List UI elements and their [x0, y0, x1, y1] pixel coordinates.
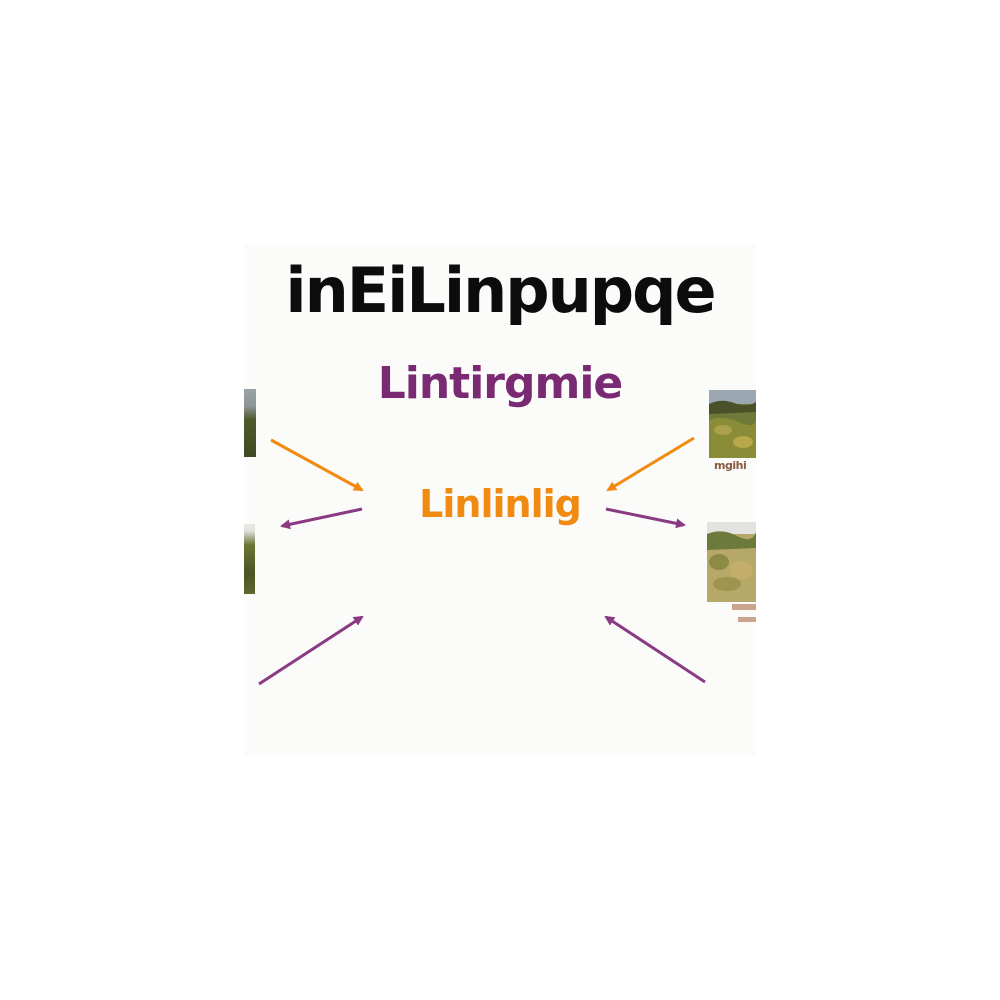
arrow-middle-right-purple — [605, 507, 686, 529]
diagram-subtitle: Lintirgmie — [377, 358, 624, 409]
diagram-panel: mgihi inEiLinpupqe Lintirgmie Linlinlig — [244, 244, 756, 756]
diagram-title: inEiLinpupqe — [285, 254, 716, 327]
landscape-photo-left-top — [244, 389, 256, 457]
grassland-scene-icon — [707, 522, 756, 602]
arrow-top-left-orange — [270, 438, 364, 492]
photo-caption-bar — [732, 604, 756, 610]
arrow-middle-left-purple — [280, 507, 363, 530]
photo-caption: mgihi — [714, 459, 747, 472]
center-node-label: Linlinlig — [419, 482, 582, 526]
meadow-scene-icon — [709, 390, 756, 458]
arrow-bottom-right-purple — [604, 615, 706, 684]
landscape-photo-left-middle — [244, 524, 255, 594]
landscape-photo-right-middle — [707, 522, 756, 602]
arrow-top-right-orange — [606, 436, 695, 492]
landscape-photo-right-top — [709, 390, 756, 458]
photo-caption-bar — [738, 617, 756, 622]
arrow-bottom-left-purple — [258, 615, 364, 686]
arrow-layer — [258, 436, 706, 686]
